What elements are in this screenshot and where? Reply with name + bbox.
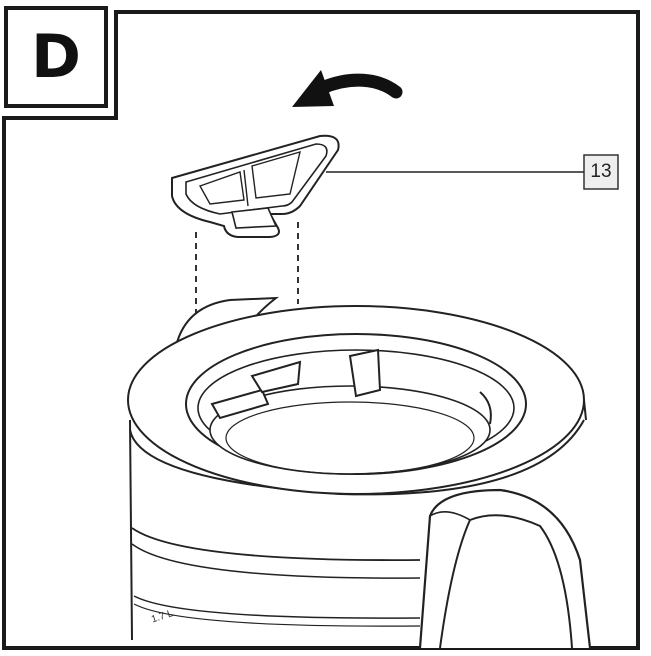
panel-frame xyxy=(2,10,640,650)
alignment-guides xyxy=(195,222,299,332)
step-label-box xyxy=(4,6,108,108)
kettle-icon xyxy=(127,296,592,649)
callout-number: 13 xyxy=(590,161,612,182)
callout-box xyxy=(583,154,619,190)
curved-arrow-icon xyxy=(292,70,403,107)
lid-filter-icon xyxy=(171,134,340,238)
step-letter: D xyxy=(31,22,81,92)
